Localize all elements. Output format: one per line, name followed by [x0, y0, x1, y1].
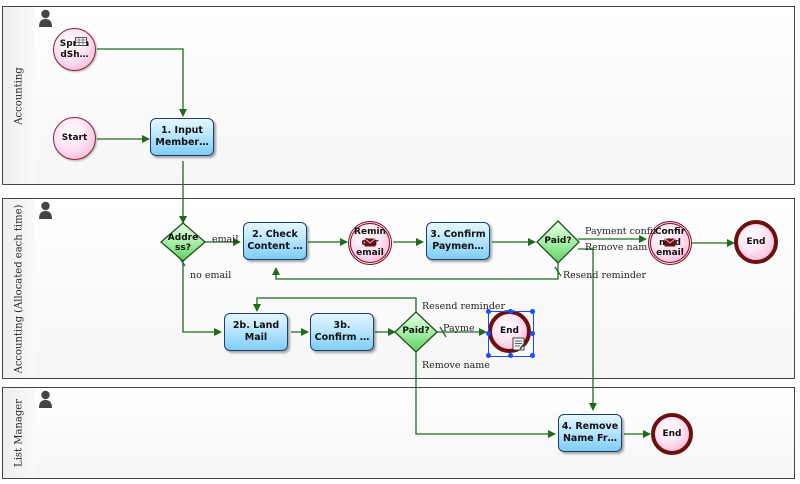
- gateway-paid-2: [394, 311, 438, 353]
- resize-handle[interactable]: [508, 353, 513, 358]
- flow-paid-remove: [415, 352, 556, 438]
- spreadsheet-icon: [75, 37, 87, 46]
- task-confirm-payment[interactable]: 3. Confirm Paymen…: [426, 222, 490, 260]
- start-event[interactable]: Start: [53, 117, 96, 160]
- flow-label-resend-reminder: Resend reminder: [563, 270, 647, 281]
- task-remove-name[interactable]: 4. Remove Name Fr…: [558, 414, 622, 452]
- actor-icon: [39, 201, 52, 219]
- resize-handle[interactable]: [508, 309, 513, 314]
- spreadsheet-start-event[interactable]: Sprea dSh…: [53, 28, 96, 71]
- actor-icon: [39, 390, 52, 408]
- flow-paid-resend: [272, 262, 559, 280]
- resize-handle[interactable]: [486, 331, 491, 336]
- actor-icon: [39, 9, 52, 27]
- lane-header: Accounting: [3, 7, 36, 184]
- task-check-content[interactable]: 2. Check Content …: [243, 222, 307, 260]
- flow-label-payment-confirmed: Payment confir: [585, 226, 658, 237]
- gateway-paid-1: [536, 220, 580, 264]
- envelope-icon: [664, 238, 676, 247]
- flow-spreadsheet-to-input: [97, 48, 187, 117]
- gateway-address-label: Addre ss?: [167, 233, 199, 254]
- flow-paid-resend-2: [253, 297, 417, 314]
- flow-label-payment: Payme: [443, 323, 475, 334]
- resize-handle[interactable]: [530, 331, 535, 336]
- flow-label-remove-name: Remove nam: [585, 242, 648, 253]
- flow-address-no-email: [182, 261, 222, 336]
- flow-label-email: email: [212, 234, 239, 245]
- flow-label-resend-reminder-2: Resend reminder: [422, 301, 506, 312]
- resize-handle[interactable]: [530, 309, 535, 314]
- task-confirm-3b[interactable]: 3b. Confirm …: [310, 313, 374, 351]
- end-event-3[interactable]: End: [651, 413, 693, 455]
- resize-handle[interactable]: [486, 353, 491, 358]
- flow-label-no-email: no email: [190, 270, 232, 281]
- task-land-mail[interactable]: 2b. Land Mail: [224, 313, 288, 351]
- resize-handle[interactable]: [530, 353, 535, 358]
- envelope-icon: [364, 238, 376, 247]
- edit-note-icon[interactable]: [512, 337, 526, 351]
- flow-label-remove-name-2: Remove name: [422, 360, 490, 371]
- flow-paid-to-remove: [578, 248, 597, 411]
- gateway-address: [160, 222, 206, 262]
- gateway-paid-1-label: Paid?: [544, 236, 572, 246]
- resize-handle[interactable]: [486, 309, 491, 314]
- end-event-1[interactable]: End: [734, 220, 778, 264]
- gateway-paid-2-label: Paid?: [402, 326, 430, 336]
- selection-box: [488, 311, 534, 357]
- task-input-members[interactable]: 1. Input Member…: [150, 118, 214, 156]
